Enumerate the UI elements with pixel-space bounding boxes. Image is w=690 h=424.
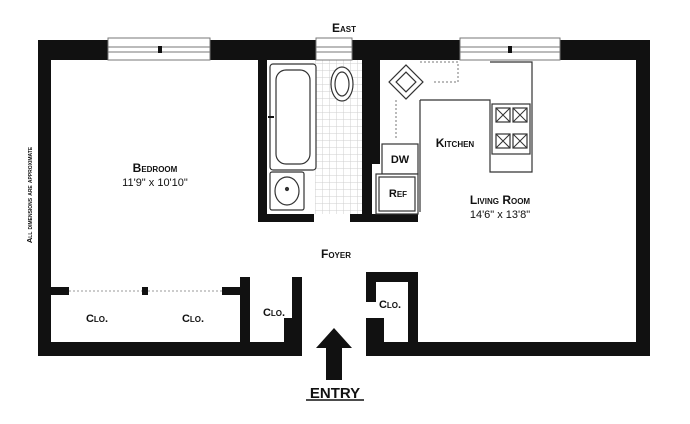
bathroom-sink — [269, 171, 305, 211]
bedroom-name: Bedroom — [133, 161, 178, 175]
closet-label: Clo. — [379, 299, 401, 311]
bedroom-dims: 11'9" x 10'10" — [122, 177, 188, 189]
closet-label: Clo. — [182, 313, 204, 325]
living-room-dims: 14'6" x 13'8" — [470, 209, 530, 221]
foyer-name: Foyer — [321, 247, 351, 261]
closet-label: Clo. — [86, 313, 108, 325]
toilet — [330, 66, 354, 102]
refrigerator-label: Ref — [389, 188, 407, 200]
dimensions-note: All dimensions are approximate — [25, 146, 34, 243]
compass-east-label: East — [332, 21, 356, 35]
windows — [107, 37, 561, 61]
closet-label: Clo. — [263, 307, 285, 319]
entry-label: ENTRY — [310, 385, 360, 402]
living-room-name: Living Room — [470, 193, 531, 207]
kitchen-name: Kitchen — [436, 136, 475, 150]
interior-walls — [51, 58, 418, 347]
exterior-walls — [38, 40, 650, 356]
refrigerator — [375, 173, 419, 215]
kitchen-sink — [388, 64, 424, 100]
entry-arrow — [316, 328, 352, 380]
dishwasher-label: DW — [391, 154, 410, 166]
bathtub — [269, 63, 317, 171]
dishwasher — [381, 143, 419, 175]
stove — [491, 103, 531, 155]
